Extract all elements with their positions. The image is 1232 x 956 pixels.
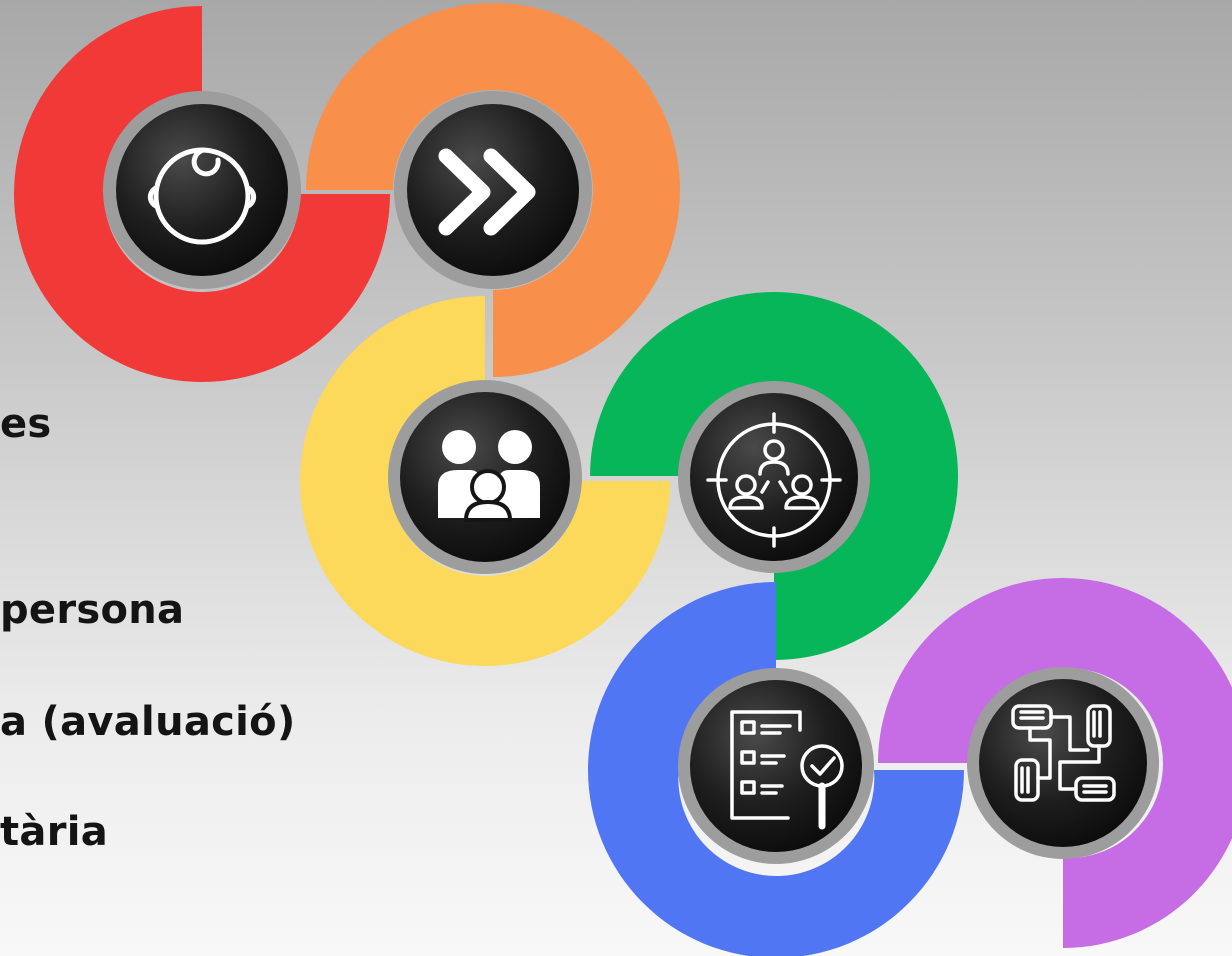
fast-forward-chevrons-icon: [438, 148, 536, 236]
ring-segment-red: [14, 6, 390, 382]
label-partial-1: es: [0, 401, 52, 447]
label-partial-2: persona: [0, 587, 185, 633]
ring-segment-yellow: [300, 296, 670, 666]
checklist-search-icon: [730, 710, 844, 830]
label-partial-3: a (avaluació): [0, 699, 296, 745]
ring-segment-green: [590, 292, 958, 660]
ring-segment-orange: [306, 3, 680, 377]
joined-hands-icon: [1011, 704, 1116, 802]
disc-5: [690, 680, 862, 852]
label-partial-4: tària: [0, 809, 109, 855]
target-group-icon: [706, 412, 842, 548]
disc-2: [407, 104, 579, 276]
baby-face-icon: [147, 147, 257, 245]
ring-segments: [14, 3, 1232, 956]
ring-segment-purple: [878, 578, 1232, 948]
ring-segment-blue: [588, 582, 964, 956]
family-icon: [438, 430, 540, 522]
disc-1: [116, 104, 288, 276]
